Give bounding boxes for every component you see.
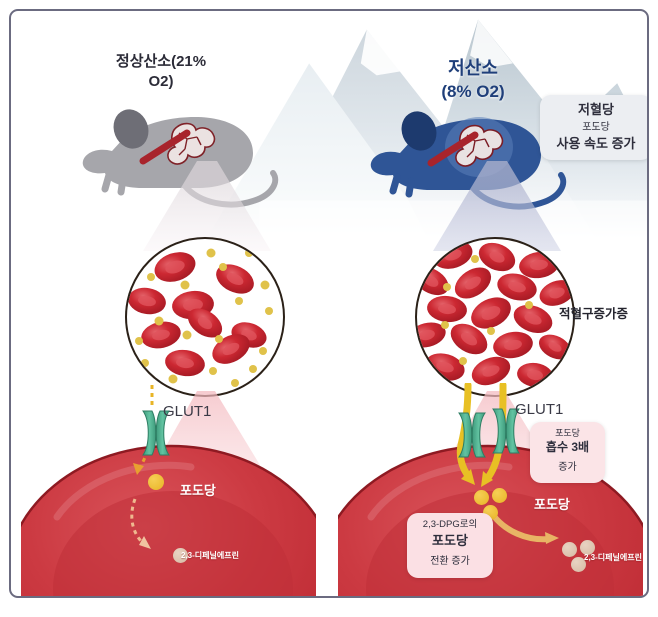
- rbc-field-normoxia: [128, 248, 273, 387]
- glucose-label-right: 포도당: [534, 497, 570, 512]
- blood-sample-normoxia: [125, 237, 285, 397]
- title-normoxia-line2: O2): [148, 72, 174, 90]
- polycythemia-label: 적혈구증가증: [559, 307, 629, 321]
- dpg-molecule-left: [173, 548, 188, 563]
- glut1-transporter-left: [142, 410, 170, 456]
- callout-hypoglycemia: 저혈당 포도당 사용 속도 증가: [540, 95, 647, 160]
- glucose-label-left: 포도당: [180, 483, 216, 498]
- figure-frame: 정상산소(21% O2) 저산소 (8% O2): [9, 9, 649, 598]
- callout-uptake-tail: 증가: [558, 462, 577, 474]
- dpg-molecule-right-2: [580, 540, 595, 555]
- callout-hypoglycemia-big: 사용 속도 증가: [556, 135, 636, 151]
- dpg-molecule-right-1: [562, 542, 577, 557]
- callout-dpg-conversion: 2,3-DPG로의 포도당 전환 증가: [407, 513, 493, 579]
- callout-hypoglycemia-sub: 포도당: [582, 122, 610, 134]
- glucose-molecule-left: [148, 474, 164, 490]
- blood-sample-hypoxia: [415, 237, 575, 397]
- dpg-label-left: 2,3-디페닐에프린: [181, 551, 239, 560]
- rbc-group-hypoxia: [417, 241, 573, 388]
- title-hypoxia-line1: 저산소: [448, 57, 498, 78]
- callout-hypoglycemia-head: 저혈당: [578, 102, 614, 117]
- glucose-molecule-right-1: [474, 490, 489, 505]
- glut1-transporter-right-2: [492, 408, 520, 454]
- glut1-label-left: GLUT1: [163, 403, 212, 420]
- callout-dpg-big: 포도당: [432, 532, 468, 548]
- title-normoxia-line1: 정상산소(21%: [115, 52, 207, 70]
- panel-divider: [316, 463, 338, 596]
- dpg-molecule-right-3: [571, 557, 586, 572]
- title-hypoxia-line2: (8% O2): [441, 81, 505, 101]
- beam-cone-right-upper: [433, 161, 561, 251]
- glut1-transporter-right-1: [458, 412, 486, 458]
- dpg-label-right: 2,3-디페닐에프린: [584, 553, 642, 562]
- glucose-molecule-right-2: [492, 488, 507, 503]
- callout-dpg-sub: 2,3-DPG로의: [422, 519, 478, 530]
- callout-dpg-tail: 전환 증가: [430, 556, 470, 568]
- glucose-dots-hypoxia: [441, 255, 533, 365]
- rbc-group-normoxia: [128, 252, 267, 377]
- glucose-dots-normoxia: [135, 248, 273, 387]
- callout-glucose-uptake: 포도당 흡수 3배 증가: [530, 422, 605, 484]
- callout-uptake-big: 흡수 3배: [545, 440, 590, 455]
- beam-cone-left-upper: [143, 161, 271, 251]
- title-normoxia: 정상산소(21% O2): [66, 32, 256, 111]
- erythrocyte-normoxia: [21, 444, 321, 596]
- rbc-field-hypoxia: [417, 241, 573, 388]
- title-hypoxia: 저산소 (8% O2): [393, 33, 553, 127]
- callout-uptake-sub: 포도당: [555, 428, 580, 438]
- glut1-label-right: GLUT1: [515, 401, 564, 418]
